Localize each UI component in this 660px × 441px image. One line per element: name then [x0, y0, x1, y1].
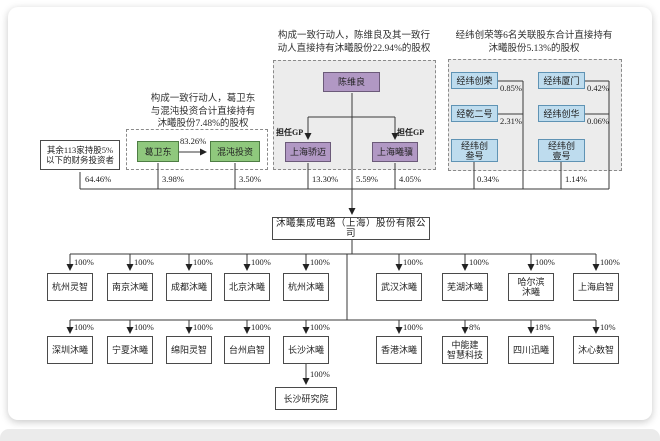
- entity-box-hundun-investment: 混沌投资: [210, 141, 260, 162]
- next-card-edge: [0, 429, 660, 441]
- subsidiary-box-shanghai-qizhi: 上海启智: [573, 273, 619, 301]
- ownership-pct-r1: 100%: [193, 257, 213, 267]
- subsidiary-box-zhongnengjian-zhihui: 中能建 智慧科技: [442, 336, 488, 364]
- ownership-pct-jingwei-xiamen: 0.42%: [587, 83, 609, 93]
- ownership-pct-r1: 100%: [535, 257, 555, 267]
- ownership-pct-jingqian-erhao: 2.31%: [500, 116, 522, 126]
- ownership-pct-r2: 100%: [134, 322, 154, 332]
- ownership-pct-r1: 100%: [469, 257, 489, 267]
- ownership-pct-ge-to-hundun: 83.26%: [180, 136, 207, 146]
- subsidiary-box-hangzhou-muxi: 杭州沐曦: [283, 273, 329, 301]
- subsidiary-box-changsha-muxi: 长沙沐曦: [283, 336, 329, 364]
- ownership-pct-r2: 100%: [403, 322, 423, 332]
- ownership-pct-jingwei-chuangyihao: 1.14%: [565, 174, 587, 184]
- subsidiary-box-muxin-shuzhi: 沐心数智: [573, 336, 619, 364]
- ownership-pct-r1: 100%: [251, 257, 271, 267]
- gp-role-label-right: 担任GP: [397, 128, 425, 137]
- subsidiary-box-taizhou-qizhi: 台州启智: [224, 336, 270, 364]
- ownership-pct-r2: 100%: [310, 322, 330, 332]
- subsidiary-box-ningxia-muxi: 宁夏沐曦: [107, 336, 153, 364]
- note-jingwei-group: 经纬创荣等6名关联股东合计直接持有 沐曦股份5.13%的股权: [455, 31, 613, 54]
- company-box-muxi: 沐曦集成电路（上海）股份有限公司: [272, 217, 430, 240]
- ownership-pct-xiji: 4.05%: [399, 174, 421, 184]
- subsidiary-box-nanjing-muxi: 南京沐曦: [107, 273, 153, 301]
- ownership-pct-other-investors: 64.46%: [85, 174, 112, 184]
- subsidiary-box-changsha-research-institute: 长沙研究院: [275, 387, 337, 410]
- ownership-pct-r2: 8%: [469, 322, 481, 332]
- entity-box-ge-weidong: 葛卫东: [137, 141, 179, 162]
- subsidiary-box-shenzhen-muxi: 深圳沐曦: [47, 336, 93, 364]
- entity-box-jingwei-chuangsanhao: 经纬创 叁号: [451, 139, 498, 162]
- subsidiary-box-sichuan-xunxi: 四川迅曦: [508, 336, 554, 364]
- entity-box-shanghai-jiaomai: 上海骄迈: [285, 142, 331, 162]
- subsidiary-box-beijing-muxi: 北京沐曦: [224, 273, 270, 301]
- entity-box-shanghai-xiji: 上海曦骥: [372, 142, 418, 162]
- ownership-pct-ge-weidong: 3.98%: [162, 174, 184, 184]
- subsidiary-box-wuhu-muxi: 芜湖沐曦: [442, 273, 488, 301]
- ownership-pct-jingwei-chuangrong: 0.85%: [500, 83, 522, 93]
- ownership-pct-r2: 100%: [251, 322, 271, 332]
- entity-box-jingqian-erhao: 经乾二号: [451, 105, 498, 122]
- ownership-pct-r2: 100%: [74, 322, 94, 332]
- entity-box-jingwei-chuanghua: 经纬创华: [538, 105, 585, 122]
- subsidiary-box-hongkong-muxi: 香港沐曦: [376, 336, 422, 364]
- entity-box-jingwei-xiamen: 经纬厦门: [538, 72, 585, 89]
- entity-box-chen-weiliang: 陈维良: [323, 72, 380, 92]
- entity-box-jingwei-chuangyihao: 经纬创 壹号: [538, 139, 585, 162]
- ownership-pct-r1: 100%: [74, 257, 94, 267]
- entity-box-other-investors: 其余113家持股5% 以下的财务投资者: [40, 140, 120, 170]
- note-chen-group: 构成一致行动人，陈维良及其一致行 动人直接持有沐曦股份22.94%的股权: [277, 31, 431, 54]
- ownership-pct-research: 100%: [310, 369, 330, 379]
- ownership-pct-jingwei-chuangsanhao: 0.34%: [477, 174, 499, 184]
- ownership-pct-jiaomai: 13.30%: [312, 174, 339, 184]
- subsidiary-box-chengdu-muxi: 成都沐曦: [166, 273, 212, 301]
- ownership-pct-jingwei-chuanghua: 0.06%: [587, 116, 609, 126]
- ownership-pct-r1: 100%: [310, 257, 330, 267]
- ownership-pct-r2: 10%: [600, 322, 616, 332]
- ownership-pct-r1: 100%: [600, 257, 620, 267]
- ownership-pct-r1: 100%: [403, 257, 423, 267]
- ownership-pct-r1: 100%: [134, 257, 154, 267]
- gp-role-label-left: 担任GP: [276, 128, 304, 137]
- subsidiary-box-wuhan-muxi: 武汉沐曦: [376, 273, 422, 301]
- ownership-pct-hundun: 3.50%: [239, 174, 261, 184]
- ownership-pct-r2: 18%: [535, 322, 551, 332]
- ownership-pct-chen: 5.59%: [356, 174, 378, 184]
- ownership-pct-r2: 100%: [193, 322, 213, 332]
- subsidiary-box-mianyang-lingzhi: 绵阳灵智: [166, 336, 212, 364]
- subsidiary-box-haerbin-muxi: 哈尔滨 沐曦: [508, 273, 554, 301]
- entity-box-jingwei-chuangrong: 经纬创荣: [451, 72, 498, 89]
- note-gewiedong-group: 构成一致行动人，葛卫东 与混沌投资合计直接持有 沐曦股份7.48%的股权: [150, 94, 256, 129]
- subsidiary-box-hangzhou-lingzhi: 杭州灵智: [47, 273, 93, 301]
